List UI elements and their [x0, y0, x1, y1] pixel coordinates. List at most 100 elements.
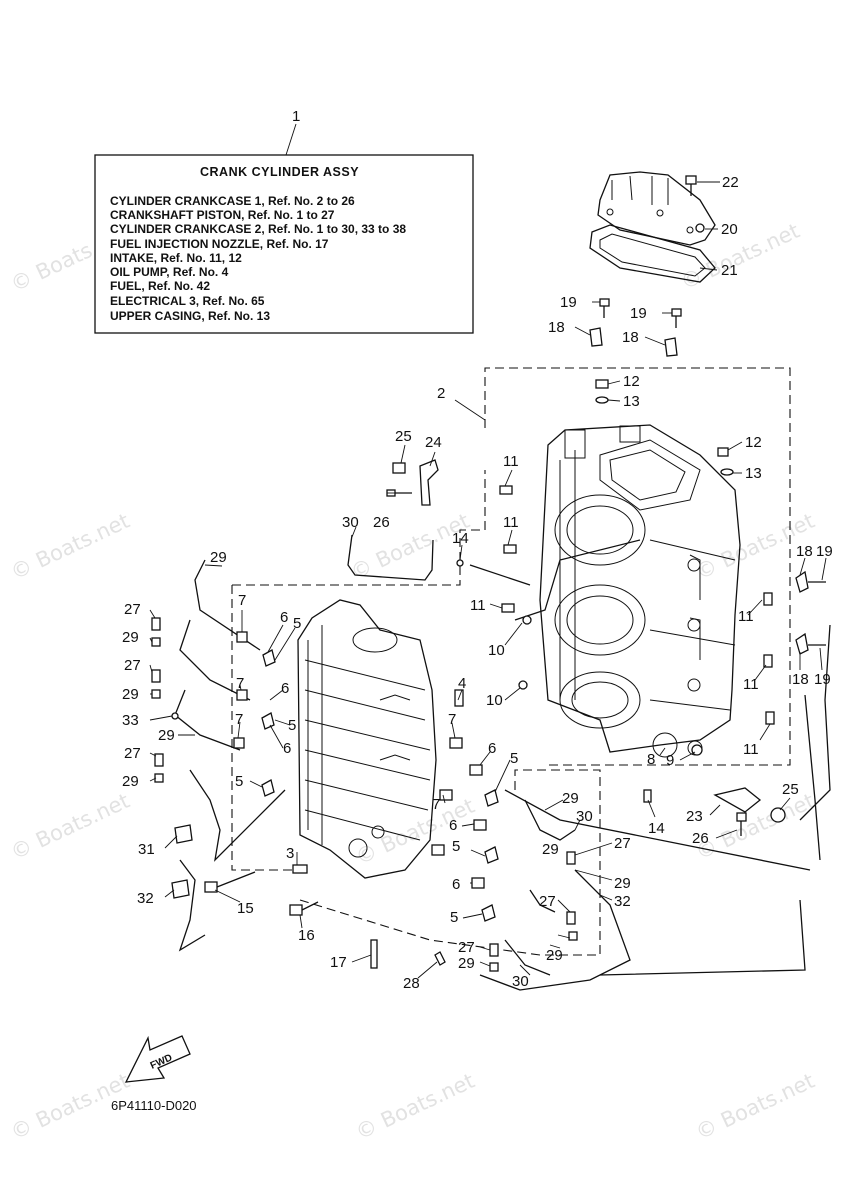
leader-lines: [149, 181, 827, 979]
callout-27: 27: [614, 835, 631, 852]
callout-19: 19: [560, 294, 577, 311]
watermark: © Boats.net: [7, 509, 133, 585]
callout-26: 26: [373, 514, 390, 531]
callout-27: 27: [458, 939, 475, 956]
callout-6: 6: [280, 609, 288, 626]
callout-30: 30: [576, 808, 593, 825]
drawing-code: 6P41110-D020: [111, 1098, 197, 1113]
callout-32: 32: [614, 893, 631, 910]
callout-17: 17: [330, 954, 347, 971]
callout-18: 18: [796, 543, 813, 560]
callout-5: 5: [510, 750, 518, 767]
callout-29: 29: [122, 629, 139, 646]
callout-2: 2: [437, 385, 445, 402]
callout-29: 29: [542, 841, 559, 858]
assembly-box-line: ELECTRICAL 3, Ref. No. 65: [110, 294, 265, 308]
callout-31: 31: [138, 841, 155, 858]
watermark: © Boats.net: [7, 789, 133, 865]
watermark: © Boats.net: [692, 1069, 818, 1145]
callout-labels: 22 20 21 19 19 18 18 12 13 12 13 2 25 24…: [122, 174, 833, 992]
callout-29: 29: [122, 686, 139, 703]
callout-8: 8: [647, 751, 655, 768]
callout-22: 22: [722, 174, 739, 191]
assembly-box-line: INTAKE, Ref. No. 11, 12: [110, 251, 242, 265]
hoses: [174, 534, 831, 991]
crankcase: [297, 599, 437, 879]
callout-1: 1: [292, 108, 300, 125]
callout-27: 27: [539, 893, 556, 910]
callout-7: 7: [432, 796, 440, 813]
assembly-box-line: OIL PUMP, Ref. No. 4: [110, 265, 229, 279]
callout-11: 11: [503, 514, 519, 531]
group-outlines: [231, 367, 791, 956]
forward-arrow-icon: FWD: [124, 1035, 191, 1083]
assembly-box-title: CRANK CYLINDER ASSY: [200, 165, 359, 179]
callout-7: 7: [238, 592, 246, 609]
assembly-box-line: CYLINDER CRANKCASE 2, Ref. No. 1 to 30, …: [110, 222, 406, 236]
small-parts: [151, 175, 826, 972]
callout-27: 27: [124, 657, 141, 674]
callout-11: 11: [470, 597, 486, 614]
callout-29: 29: [614, 875, 631, 892]
callout-6: 6: [281, 680, 289, 697]
callout-30: 30: [342, 514, 359, 531]
callout-4: 4: [458, 675, 466, 692]
callout-29: 29: [458, 955, 475, 972]
callout-18: 18: [792, 671, 809, 688]
callout-26: 26: [692, 830, 709, 847]
callout-18: 18: [622, 329, 639, 346]
callout-19: 19: [814, 671, 831, 688]
callout-30: 30: [512, 973, 529, 990]
callout-13: 13: [623, 393, 640, 410]
callout-32: 32: [137, 890, 154, 907]
assembly-box-line: UPPER CASING, Ref. No. 13: [110, 309, 270, 323]
callout-29: 29: [210, 549, 227, 566]
callout-6: 6: [488, 740, 496, 757]
callout-6: 6: [452, 876, 460, 893]
callout-27: 27: [124, 745, 141, 762]
callout-12: 12: [623, 373, 640, 390]
callout-9: 9: [666, 752, 674, 769]
callout-12: 12: [745, 434, 762, 451]
callout-5: 5: [288, 717, 296, 734]
callout-33: 33: [122, 712, 139, 729]
callout-25: 25: [782, 781, 799, 798]
callout-5: 5: [452, 838, 460, 855]
cylinder-block: [539, 424, 741, 758]
assembly-box-line: FUEL, Ref. No. 42: [110, 279, 210, 293]
assembly-box-line: FUEL INJECTION NOZZLE, Ref. No. 17: [110, 237, 329, 251]
callout-28: 28: [403, 975, 420, 992]
callout-27: 27: [124, 601, 141, 618]
callout-7: 7: [236, 675, 244, 692]
assembly-box-line: CYLINDER CRANKCASE 1, Ref. No. 2 to 26: [110, 194, 355, 208]
callout-29: 29: [562, 790, 579, 807]
callout-19: 19: [816, 543, 833, 560]
callout-29: 29: [158, 727, 175, 744]
callout-5: 5: [293, 615, 301, 632]
callout-14: 14: [452, 530, 469, 547]
callout-24: 24: [425, 434, 442, 451]
callout-14: 14: [648, 820, 665, 837]
callout-10: 10: [486, 692, 503, 709]
assembly-box-line: CRANKSHAFT PISTON, Ref. No. 1 to 27: [110, 208, 335, 222]
callout-16: 16: [298, 927, 315, 944]
callout-7: 7: [235, 711, 243, 728]
callout-20: 20: [721, 221, 738, 238]
callout-25: 25: [395, 428, 412, 445]
callout-5: 5: [450, 909, 458, 926]
callout-13: 13: [745, 465, 762, 482]
callout-15: 15: [237, 900, 254, 917]
callout-19: 19: [630, 305, 647, 322]
callout-11: 11: [503, 453, 519, 470]
callout-3: 3: [286, 845, 294, 862]
watermark-layer: © Boats.net © Boats.net © Boats.net © Bo…: [7, 219, 818, 1145]
callout-29: 29: [546, 947, 563, 964]
callout-7: 7: [448, 711, 456, 728]
callout-10: 10: [488, 642, 505, 659]
watermark: © Boats.net: [352, 1069, 478, 1145]
assembly-info-box: 1 CRANK CYLINDER ASSY CYLINDER CRANKCASE…: [94, 108, 474, 334]
callout-18: 18: [548, 319, 565, 336]
callout-6: 6: [449, 817, 457, 834]
callout-11: 11: [743, 741, 759, 758]
callout-6: 6: [283, 740, 291, 757]
